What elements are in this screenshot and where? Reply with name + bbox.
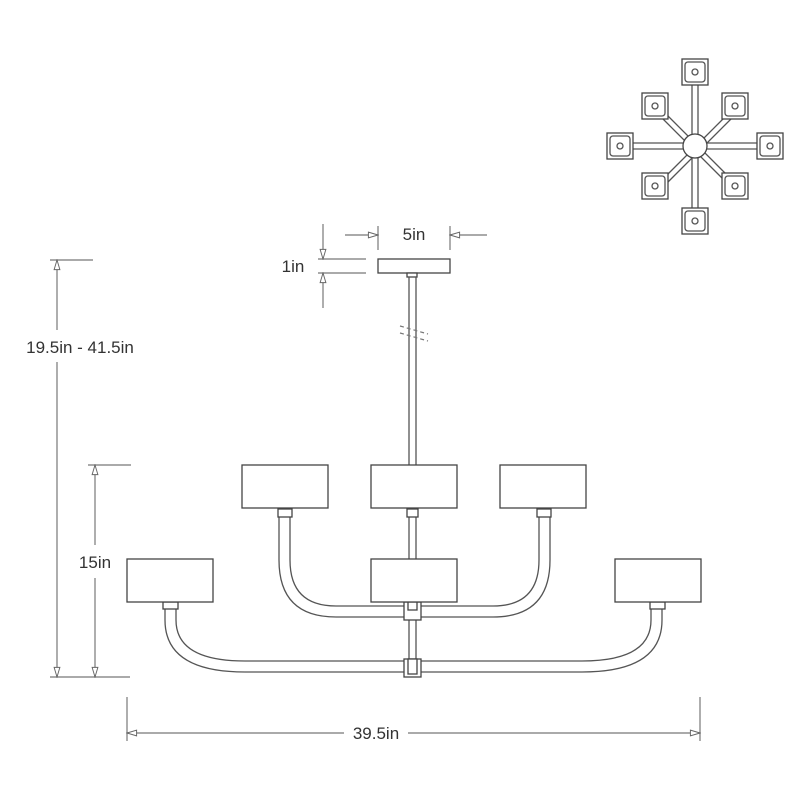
dimension-overall-height: 19.5in - 41.5in <box>0 260 160 677</box>
plan-shades <box>606 58 784 235</box>
hub-circle <box>682 133 708 159</box>
shade-lower-center <box>370 558 458 603</box>
shade-upper-right <box>499 464 587 509</box>
shade-lower-left <box>126 558 214 603</box>
top-plan-view <box>606 58 784 235</box>
dimension-canopy-width: 5in <box>345 225 487 250</box>
dimension-canopy-height: 1in <box>282 224 366 308</box>
shade-lower-right <box>614 558 702 603</box>
canopy <box>377 258 451 274</box>
label-canopy-width: 5in <box>403 225 426 244</box>
arms <box>164 517 663 673</box>
connectors <box>162 508 666 678</box>
dimension-fixture-height: 15in <box>79 465 131 677</box>
label-fixture-height: 15in <box>79 553 111 572</box>
label-overall-height: 19.5in - 41.5in <box>26 338 134 357</box>
label-overall-width: 39.5in <box>353 724 399 743</box>
shade-upper-center <box>370 464 458 509</box>
dimension-overall-width: 39.5in <box>127 697 700 743</box>
shade-upper-left <box>241 464 329 509</box>
elevation-shades <box>126 464 702 603</box>
label-canopy-height: 1in <box>282 257 305 276</box>
canopy-and-rod <box>377 258 451 559</box>
